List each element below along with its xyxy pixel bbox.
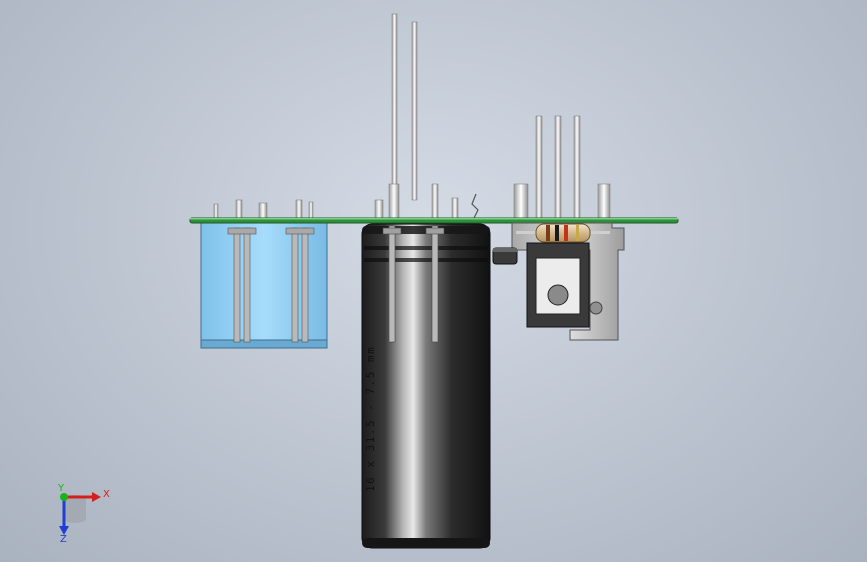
resistor[interactable]	[516, 223, 610, 243]
z-axis-label: Z	[60, 534, 67, 545]
voltage-regulator[interactable]	[526, 242, 590, 328]
y-axis-label: Y	[57, 483, 65, 494]
pcb-board[interactable]	[189, 217, 679, 224]
capacitor-pins	[382, 225, 445, 343]
y-axis-dot	[60, 493, 68, 501]
relay-pins	[213, 199, 315, 343]
coordinate-triad: X Y Z	[57, 483, 110, 545]
x-axis-arrow	[92, 492, 101, 502]
heatsink[interactable]	[511, 222, 625, 341]
z-axis-arrow	[59, 526, 69, 535]
regulator-leads	[513, 115, 611, 223]
tall-leads	[374, 13, 479, 221]
electrolytic-capacitor[interactable]: 16 x 31.5 - 7.5 mm	[361, 223, 491, 549]
capacitor-marking: 16 x 31.5 - 7.5 mm	[364, 346, 377, 492]
small-cylinder-component	[492, 247, 518, 265]
x-axis-label: X	[103, 489, 110, 500]
